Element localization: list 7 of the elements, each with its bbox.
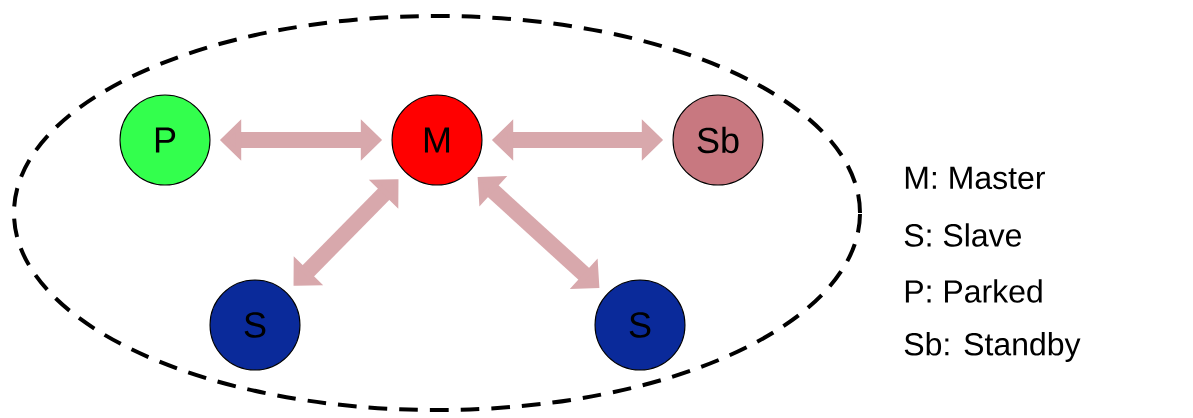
legend-text: P: Parked <box>905 279 1042 303</box>
double-arrow <box>477 176 600 289</box>
legend-text: S: Slave <box>904 223 1021 247</box>
double-arrow <box>293 179 399 286</box>
legend-text: M: Master <box>905 166 1045 190</box>
dashed-ellipse <box>12 14 862 412</box>
legend-text: Sb: Standby <box>904 332 1081 362</box>
